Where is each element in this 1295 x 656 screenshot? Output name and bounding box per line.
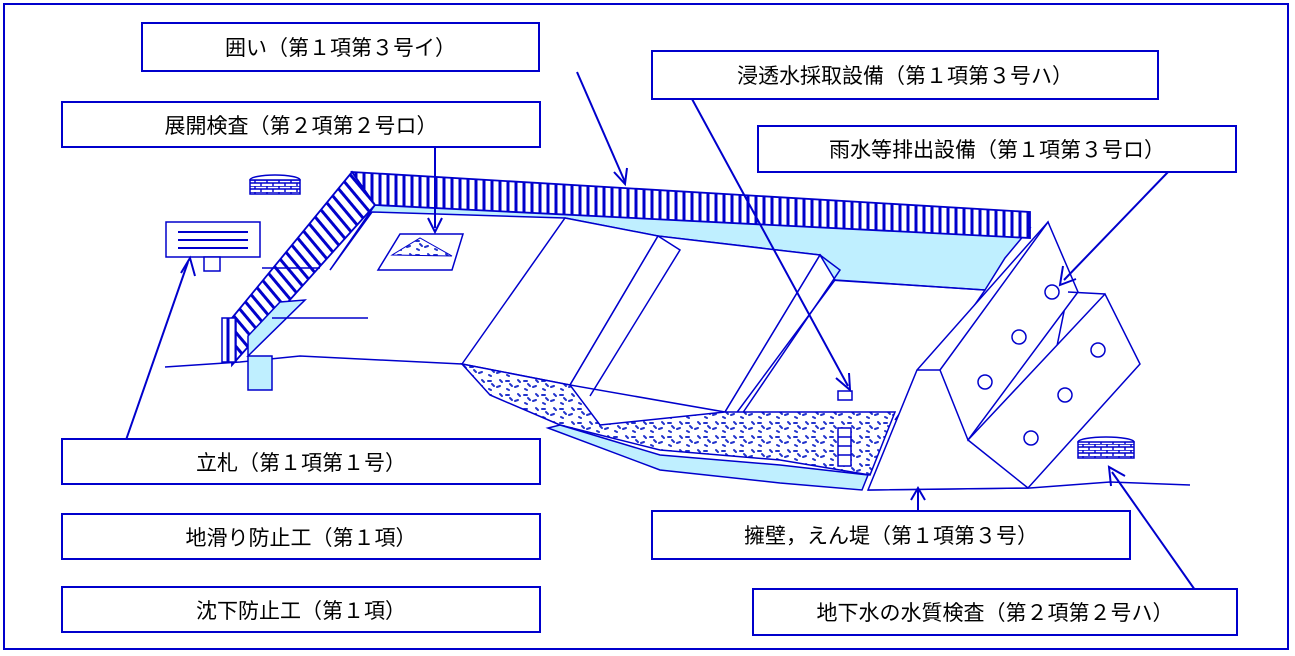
sampling-pipe	[837, 427, 852, 467]
sampling-box	[837, 390, 853, 401]
drain-holes	[977, 284, 1106, 446]
well-bottom-right	[1077, 436, 1135, 459]
waste-fill	[459, 362, 897, 476]
bottom-liner	[545, 424, 870, 491]
label-jisuberi: 地滑り防止工（第１項）	[61, 513, 541, 560]
label-chinka: 沈下防止工（第１項）	[61, 586, 541, 633]
label-tatefuda: 立札（第１項第１号）	[61, 438, 541, 485]
fence-left-tail	[221, 317, 237, 363]
label-chikasui: 地下水の水質検査（第２項第２号ハ）	[752, 588, 1238, 636]
left-channel	[246, 299, 307, 391]
label-tenkai-kensa: 展開検査（第２項第２号ロ）	[61, 101, 541, 148]
well-top-left	[249, 174, 301, 195]
label-shintousui: 浸透水採取設備（第１項第３号ハ）	[651, 50, 1159, 100]
label-youheki: 擁壁，えん堤（第１項第３号）	[651, 510, 1131, 560]
callout-arrows	[125, 71, 1196, 591]
label-usui: 雨水等排出設備（第１項第３号ロ）	[757, 125, 1237, 173]
label-kakoi: 囲い（第１項第３号イ）	[141, 22, 540, 72]
